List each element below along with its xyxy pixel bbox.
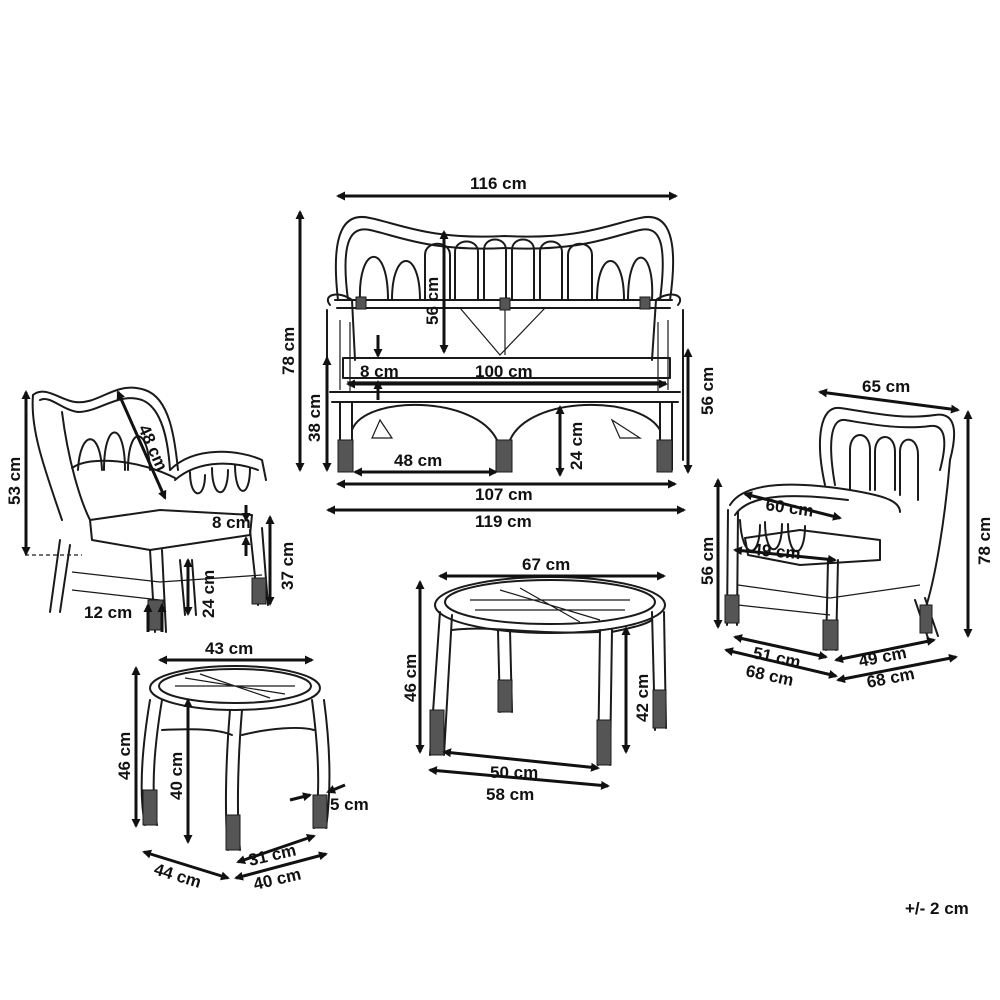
sofa-arm-height-label: 56 cm (698, 367, 717, 415)
armchair-right-drawing (724, 406, 956, 651)
coffee-table-top-width-label: 67 cm (522, 555, 570, 574)
right-chair-seat-depth-label: 49 cm (752, 540, 802, 563)
coffee-table-inner-height-label: 42 cm (633, 674, 652, 722)
coffee-table-drawing (429, 576, 667, 766)
dimension-labels: 116 cm 56 cm 8 cm 100 cm 78 cm 38 cm 56 … (5, 174, 994, 918)
sofa-clearance-label: 24 cm (567, 422, 586, 470)
left-chair-leg-offset-label: 12 cm (84, 603, 132, 622)
side-table-top-width-label: 43 cm (205, 639, 253, 658)
side-table-height-label: 46 cm (115, 732, 134, 780)
coffee-table-base-width-label: 58 cm (486, 785, 534, 804)
right-chair-total-height-label: 78 cm (975, 517, 994, 565)
coffee-table-height-label: 46 cm (401, 654, 420, 702)
left-chair-clearance-label: 24 cm (199, 570, 218, 618)
sofa-width-top-label: 116 cm (470, 174, 527, 193)
left-chair-cushion-label: 8 cm (212, 513, 251, 532)
side-table-drawing (140, 665, 331, 851)
sofa-seat-height-label: 38 cm (305, 394, 324, 442)
right-chair-inner-width-label: 60 cm (764, 495, 814, 521)
sofa-back-height-label: 56 cm (423, 277, 442, 325)
tolerance-note: +/- 2 cm (905, 899, 969, 918)
side-table-inner-height-label: 40 cm (167, 752, 186, 800)
sofa-total-height-label: 78 cm (279, 327, 298, 375)
sofa-seat-width-label: 100 cm (475, 362, 533, 381)
left-chair-total-height-label: 53 cm (5, 457, 24, 505)
side-table-width-label: 40 cm (252, 865, 303, 894)
right-chair-arm-height-label: 56 cm (698, 537, 717, 585)
side-table-depth-label: 44 cm (152, 860, 204, 892)
sofa-leg-span-label: 48 cm (394, 451, 442, 470)
sofa-drawing (326, 215, 684, 473)
coffee-table-leg-span-label: 50 cm (490, 763, 538, 782)
left-chair-seat-height-label: 37 cm (278, 542, 297, 590)
sofa-overall-width-label: 119 cm (475, 512, 532, 531)
sofa-cushion-thickness-label: 8 cm (360, 362, 399, 381)
right-chair-top-width-label: 65 cm (862, 377, 910, 396)
side-table-leg-thickness-label: 5 cm (330, 795, 369, 814)
sofa-base-width-label: 107 cm (475, 485, 533, 504)
dimension-lines (21, 191, 973, 881)
